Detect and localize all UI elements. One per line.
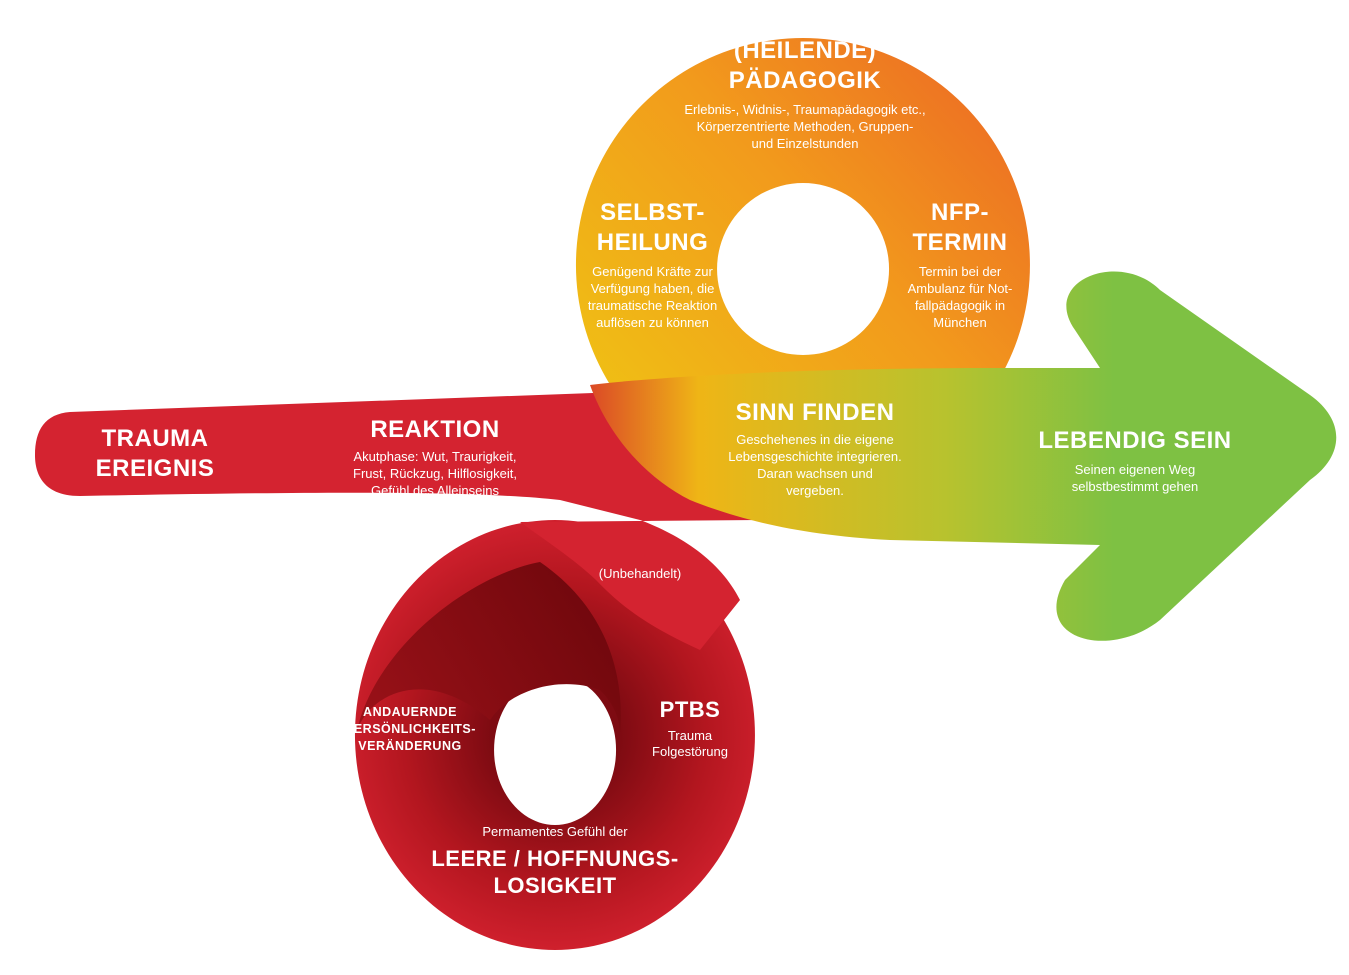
- leere-title-line-2: LOSIGKEIT: [493, 873, 617, 899]
- trauma-event-title: TRAUMA EREIGNIS: [70, 424, 240, 484]
- lebendig-block: LEBENDIG SEIN Seinen eigenen Weg selbstb…: [1015, 426, 1255, 496]
- nfp-block: NFP- TERMIN Termin bei der Ambulanz für …: [885, 198, 1035, 332]
- nfp-title: NFP- TERMIN: [885, 198, 1035, 258]
- lebendig-title: LEBENDIG SEIN: [1038, 427, 1232, 454]
- trauma-title-line-1: TRAUMA: [101, 425, 209, 452]
- paedagogik-title: (HEILENDE) PÄDAGOGIK: [640, 36, 970, 96]
- nfp-title-line-1: NFP-: [931, 199, 989, 226]
- leere-title-line-1: LEERE / HOFFNUNGS-: [431, 845, 679, 871]
- nfp-title-line-2: TERMIN: [912, 229, 1008, 256]
- sinn-desc: Geschehenes in die eigene Lebensgeschich…: [728, 432, 902, 498]
- trauma-title-line-2: EREIGNIS: [95, 455, 215, 482]
- ptbs-desc: Trauma Folgestörung: [652, 727, 728, 760]
- selbstheilung-title: SELBST- HEILUNG: [570, 198, 735, 258]
- paedagogik-block: (HEILENDE) PÄDAGOGIK Erlebnis-, Widnis-,…: [640, 36, 970, 153]
- selbstheilung-block: SELBST- HEILUNG Genügend Kräfte zur Verf…: [570, 198, 735, 332]
- paedagogik-title-line-2: PÄDAGOGIK: [728, 67, 882, 94]
- sinn-title: SINN FINDEN: [735, 399, 895, 426]
- reaktion-desc: Akutphase: Wut, Traurigkeit, Frust, Rück…: [353, 449, 517, 498]
- unbehandelt-label: (Unbehandelt): [598, 566, 682, 581]
- bottom-ring-dark-swirl: [355, 562, 621, 740]
- selbstheilung-title-line-2: HEILUNG: [596, 229, 709, 256]
- nfp-desc: Termin bei der Ambulanz für Not- fallpäd…: [907, 264, 1013, 330]
- andauernde-line-3: VERÄNDERUNG: [358, 738, 462, 753]
- leere-block: Permamentes Gefühl der LEERE / HOFFNUNGS…: [415, 824, 695, 900]
- andauernde-title: ANDAUERNDE PERSÖNLICHKEITS- VERÄNDERUNG: [345, 704, 475, 755]
- reaktion-block: REAKTION Akutphase: Wut, Traurigkeit, Fr…: [320, 415, 550, 500]
- ptbs-block: PTBS Trauma Folgestörung: [630, 696, 750, 761]
- andauernde-line-2: PERSÖNLICHKEITS-: [345, 721, 476, 736]
- life-arrow: [590, 271, 1337, 641]
- paedagogik-title-line-1: (HEILENDE): [733, 37, 877, 64]
- paedagogik-desc: Erlebnis-, Widnis-, Traumapädagogik etc.…: [684, 102, 926, 151]
- lebendig-desc: Seinen eigenen Weg selbstbestimmt gehen: [1071, 462, 1199, 494]
- selbstheilung-title-line-1: SELBST-: [600, 199, 705, 226]
- andauernde-line-1: ANDAUERNDE: [363, 705, 457, 719]
- sinn-block: SINN FINDEN Geschehenes in die eigene Le…: [690, 398, 940, 500]
- bottom-loop: [354, 520, 755, 950]
- reaction-band: [35, 392, 760, 650]
- leere-pre: Permamentes Gefühl der: [482, 824, 628, 839]
- selbstheilung-desc: Genügend Kräfte zur Verfügung haben, die…: [587, 264, 718, 330]
- reaktion-title: REAKTION: [370, 416, 500, 443]
- leere-title: LEERE / HOFFNUNGS- LOSIGKEIT: [415, 845, 695, 900]
- ptbs-title: PTBS: [659, 697, 721, 722]
